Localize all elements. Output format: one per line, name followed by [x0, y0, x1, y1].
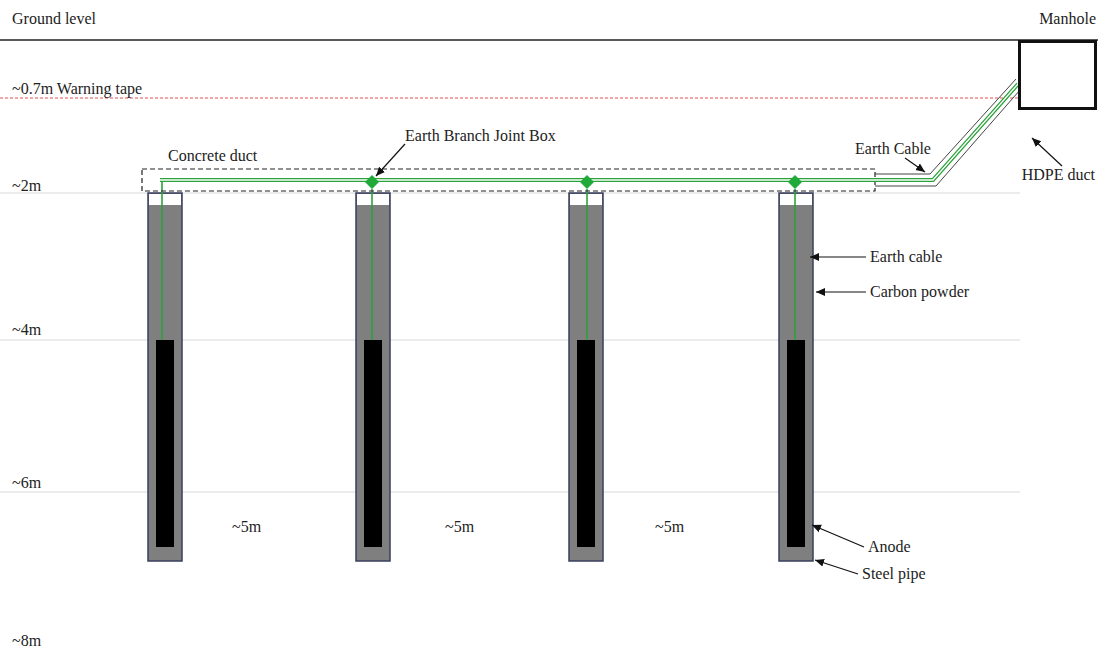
spacing-label: ~5m	[445, 518, 474, 536]
pipe-opening	[149, 194, 181, 205]
manhole-box: Manhole	[1018, 40, 1097, 110]
steel-pipe	[148, 193, 182, 561]
pipe-opening	[780, 194, 812, 205]
anode	[364, 340, 382, 547]
steel-pipe	[569, 193, 603, 561]
ground-label: Ground level	[12, 10, 96, 28]
earth-cable	[586, 189, 588, 340]
steel-pipe	[356, 193, 390, 561]
cable-label: Earth cable	[870, 248, 942, 266]
pipe-opening	[357, 194, 389, 205]
depth-label: ~0.7m Warning tape	[12, 80, 142, 98]
pipe-opening	[570, 194, 602, 205]
joint-box-label: Earth Branch Joint Box	[405, 127, 556, 145]
depth-label: ~2m	[12, 177, 41, 195]
anode	[787, 340, 805, 547]
depth-label: ~8m	[12, 632, 41, 650]
depth-label: ~6m	[12, 474, 41, 492]
earth-cable	[371, 189, 373, 340]
spacing-label: ~5m	[232, 518, 261, 536]
anode-label: Anode	[868, 538, 911, 556]
duct-label: HDPE duct	[1022, 166, 1095, 184]
anode	[577, 340, 595, 547]
pipe-label: Steel pipe	[862, 565, 926, 583]
anode	[156, 340, 174, 547]
earth-cable	[161, 180, 163, 340]
steel-pipe	[779, 193, 813, 561]
spacing-label: ~5m	[655, 518, 684, 536]
earth-cable	[794, 189, 796, 340]
duct-label: Concrete duct	[168, 147, 257, 165]
material-label: Carbon powder	[870, 283, 969, 301]
depth-label: ~4m	[12, 321, 41, 339]
cable-label: Earth Cable	[855, 140, 931, 158]
node-heading: Manhole	[1039, 10, 1096, 28]
